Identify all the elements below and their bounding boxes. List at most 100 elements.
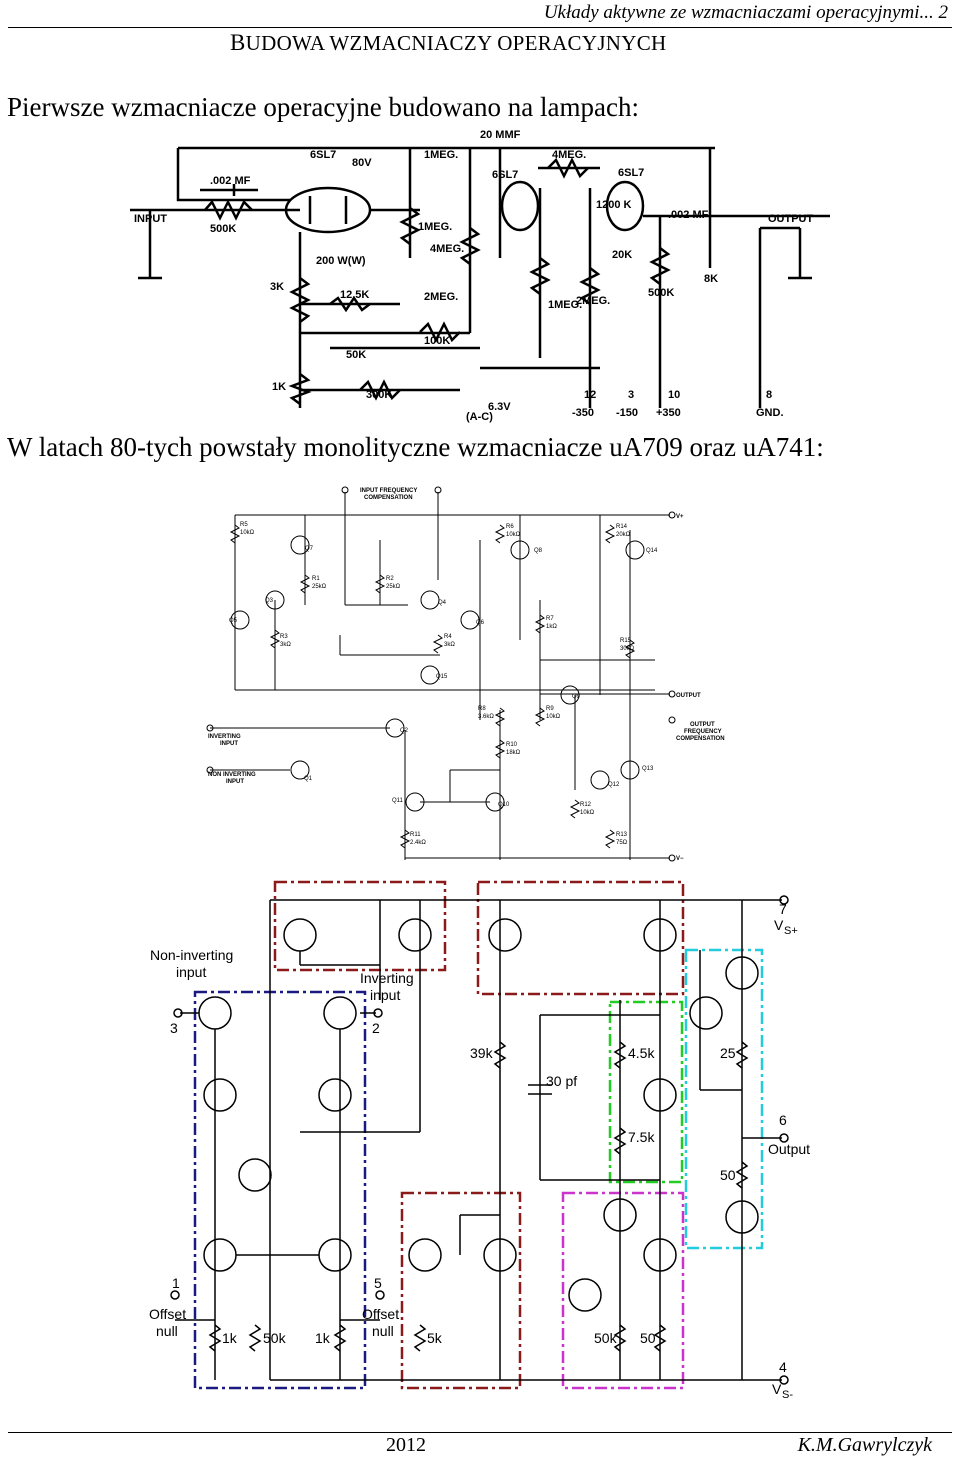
- tube-label-1200k: 1200 K: [596, 199, 632, 211]
- ua741-offset-5a: Offset: [362, 1306, 399, 1322]
- ua709-r7v: 1kΩ: [546, 624, 557, 630]
- ua741-output: Output: [768, 1141, 810, 1157]
- ua709-q13: Q13: [642, 766, 654, 772]
- ua741-offset-5b: null: [372, 1323, 394, 1339]
- tube-intro-text: Pierwsze wzmacniacze operacyjne budowano…: [7, 92, 639, 122]
- ua709-r13v: 75Ω: [616, 840, 628, 846]
- tube-label-1k: 1K: [272, 381, 286, 393]
- ua709-r5: R5: [240, 522, 248, 528]
- tube-label-80v: 80V: [352, 157, 372, 169]
- tube-label-r-in: 500K: [210, 223, 236, 235]
- ua709-r13: R13: [616, 832, 628, 838]
- tube-label-2meg: 2MEG.: [576, 295, 610, 307]
- tube-label-gnd-ac: (A-C): [466, 411, 493, 423]
- ua709-r2: R2: [386, 576, 394, 582]
- tube-label-term-12: 12: [584, 389, 596, 401]
- ua709-q7: Q7: [305, 546, 314, 552]
- tube-label-v-m350: -350: [572, 407, 594, 419]
- tube2-envelope: [500, 180, 540, 232]
- ua709-r9: R9: [546, 706, 554, 712]
- ua709-input-comp-2: COMPENSATION: [364, 495, 413, 501]
- ua709-q6: Q6: [476, 620, 485, 626]
- tube-label-output: OUTPUT: [768, 213, 814, 225]
- tube-label-cap-out: .002 MF: [668, 209, 709, 221]
- tube-label-50k: 50K: [346, 349, 366, 361]
- ua709-q4: Q4: [438, 600, 447, 606]
- ua709-r3v: 3kΩ: [280, 642, 291, 648]
- ua741-r7-5k: 7.5k: [628, 1129, 655, 1145]
- box-gain-stage: [561, 1191, 685, 1390]
- ua741-r4-5k: 4.5k: [628, 1045, 655, 1061]
- tube-label-300k: 300K: [366, 389, 392, 401]
- ua741-c30pf: 30 pf: [546, 1073, 577, 1089]
- ua741-offset-1a: Offset: [149, 1306, 186, 1322]
- ua741-r1k-a: 1k: [222, 1330, 238, 1346]
- ua741-offset-1b: null: [156, 1323, 178, 1339]
- tube-label-v-m150: -150: [616, 407, 638, 419]
- tube-label-gnd: GND.: [756, 407, 784, 419]
- ua709-r7: R7: [546, 616, 554, 622]
- tube-label-2meg2: 2MEG.: [424, 291, 458, 303]
- ua709-r5v: 10kΩ: [240, 530, 255, 536]
- ua709-vplus: V+: [676, 514, 684, 520]
- ua709-q10: Q10: [498, 802, 510, 808]
- ua741-schematic: Non-inverting input 3 Inverting input 2 …: [149, 880, 810, 1400]
- ua709-r11: R11: [410, 832, 421, 838]
- tube-label-tube1: 6SL7: [310, 149, 336, 161]
- footer-year: 2012: [386, 1434, 426, 1456]
- ua709-q1: Q1: [304, 776, 313, 782]
- ua709-inverting-2: INPUT: [220, 741, 238, 747]
- tube-label-1meg-c: 1MEG.: [548, 299, 582, 311]
- tube-label-tube2: 6SL7: [492, 169, 518, 181]
- tube-label-1meg-a: 1MEG.: [424, 149, 458, 161]
- tube-label-12-5k: 12.5K: [340, 289, 369, 301]
- ua741-inv-1: Inverting: [360, 970, 414, 986]
- resistor-500k: [204, 199, 253, 221]
- ua741-pin3: 3: [170, 1020, 178, 1036]
- ua741-vs-plus: V: [774, 917, 784, 933]
- tube-label-term-3: 3: [628, 389, 634, 401]
- ua741-vs-plus-sub: S+: [784, 925, 798, 937]
- box-current-mirror-c: [400, 1191, 522, 1390]
- tube-opamp-schematic: INPUT OUTPUT .002 MF 500K 6SL7 80V 1MEG.…: [130, 129, 830, 423]
- ua709-q11: Q11: [392, 798, 404, 804]
- ua709-r2v: 25kΩ: [386, 584, 401, 590]
- ua741-vs-minus-sub: S-: [782, 1389, 793, 1400]
- ua709-noninv-2: INPUT: [226, 779, 244, 785]
- ua741-inv-2: input: [370, 987, 400, 1003]
- ua709-r1v: 25kΩ: [312, 584, 327, 590]
- tube-label-tube3: 6SL7: [618, 167, 644, 179]
- ua709-out-comp-2: FREQUENCY: [684, 729, 722, 735]
- ua709-noninv-1: NON INVERTING: [208, 772, 256, 778]
- ua709-out-comp-3: COMPENSATION: [676, 736, 725, 742]
- ua741-r50k-a: 50k: [263, 1330, 287, 1346]
- tube-label-term-8: 8: [766, 389, 772, 401]
- ua741-r50k-b: 50k: [594, 1330, 618, 1346]
- ua709-r15v: 30kΩ: [620, 646, 635, 652]
- tube3-envelope: [605, 180, 645, 232]
- tube-label-pot: 200 W(W): [316, 255, 366, 267]
- ua709-r3: R3: [280, 634, 288, 640]
- ua709-r8v: 3.6kΩ: [478, 714, 494, 720]
- ua709-r4: R4: [444, 634, 452, 640]
- ua709-r6: R6: [506, 524, 514, 530]
- ua741-r25: 25: [720, 1045, 736, 1061]
- ua709-r8: R8: [478, 706, 486, 712]
- ua741-pin1: 1: [172, 1275, 180, 1291]
- ua741-pin7: 7: [779, 901, 787, 917]
- ua709-q2: Q2: [400, 728, 409, 734]
- tube-label-3k: 3K: [270, 281, 284, 293]
- ua709-r12v: 10kΩ: [580, 810, 595, 816]
- ua741-r50-b: 50: [640, 1330, 656, 1346]
- ua741-r1k-b: 1k: [315, 1330, 331, 1346]
- ua709-r14v: 20kΩ: [616, 532, 631, 538]
- box-current-mirror-a: [273, 880, 447, 972]
- tube-label-6-3v: 6.3V: [488, 401, 511, 413]
- running-header: Układy aktywne ze wzmacniaczami operacyj…: [543, 2, 948, 23]
- title-rest: UDOWA WZMACNIACZY OPERACYJNYCH: [245, 31, 667, 55]
- ua709-input-comp-1: INPUT FREQUENCY: [360, 488, 417, 494]
- ua741-vs-minus: V: [772, 1381, 782, 1397]
- header-rule: [8, 27, 952, 28]
- tube-label-4meg-b: 4MEG.: [552, 149, 586, 161]
- box-output-stage: [684, 948, 764, 1250]
